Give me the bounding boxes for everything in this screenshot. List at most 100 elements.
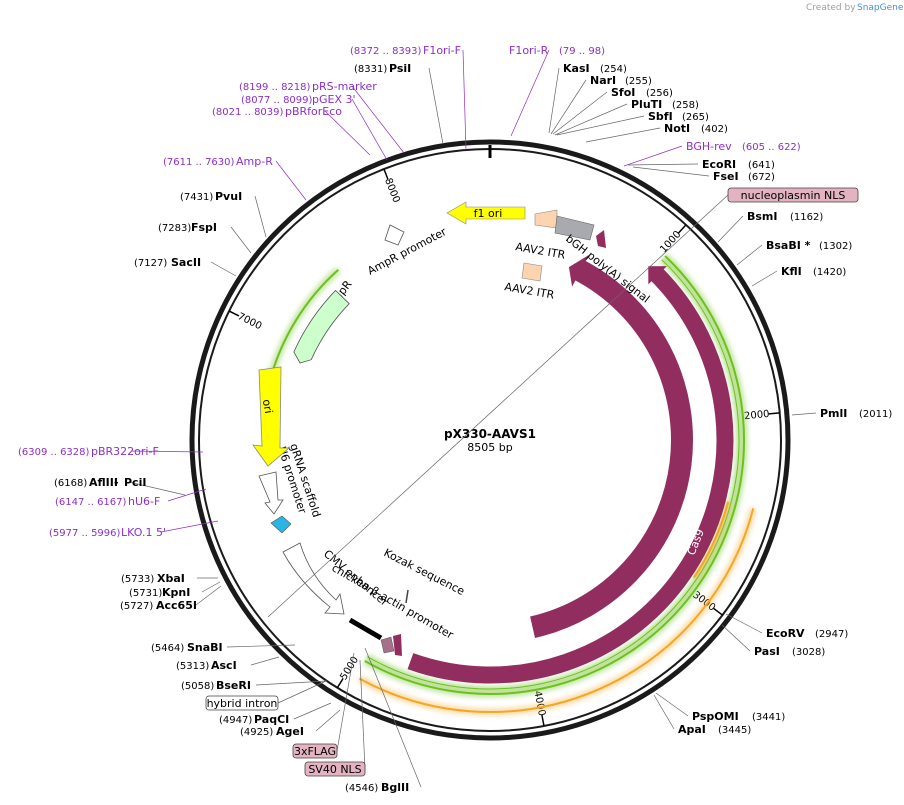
enzyme-site[interactable]: ApaI: [678, 723, 706, 736]
tick-mark: [768, 412, 780, 415]
enzyme-site[interactable]: SfoI: [611, 86, 635, 99]
backbone-outer: [189, 139, 791, 741]
enzyme-site[interactable]: SacII: [171, 256, 201, 269]
u6-feature[interactable]: [270, 515, 292, 534]
ampr-promoter-feature[interactable]: [384, 224, 405, 246]
enzyme-position: (4947): [219, 715, 252, 726]
feature-box-label: hybrid intron: [207, 697, 278, 710]
leader-line: [293, 702, 332, 720]
enzyme-site[interactable]: XbaI: [157, 572, 185, 585]
enzyme-site[interactable]: PaqCI: [254, 713, 289, 726]
aav2-itr-bottom[interactable]: [521, 262, 543, 282]
tick-mark: [713, 607, 723, 616]
enzyme-site[interactable]: AscI: [211, 659, 237, 672]
enzyme-site[interactable]: Acc65I: [156, 599, 197, 612]
enzyme-site[interactable]: AflIII: [89, 476, 118, 489]
enzyme-site[interactable]: PmlI: [820, 407, 847, 420]
enzyme-position: (3028): [792, 647, 825, 658]
leader-line: [510, 49, 550, 137]
enzyme-position: (7127): [134, 258, 167, 269]
plasmid-size: 8505 bp: [467, 441, 512, 454]
f1-ori-feature[interactable]: [446, 201, 526, 225]
leader-line: [556, 115, 645, 136]
enzyme-site[interactable]: KflI: [781, 265, 802, 278]
feature-box-label: 3xFLAG: [294, 745, 336, 758]
leader-line: [548, 67, 560, 134]
enzyme-separator: -: [114, 476, 119, 489]
enzyme-site[interactable]: BsmI: [747, 210, 778, 223]
enzyme-position: (7283): [158, 223, 191, 234]
primer-position: (8077 .. 8099): [241, 95, 313, 106]
enzyme-site[interactable]: PciI: [124, 476, 146, 489]
tick-label: 7000: [236, 311, 264, 332]
enzyme-position: (8331): [354, 64, 387, 75]
enzyme-site[interactable]: BseRI: [216, 679, 251, 692]
cba-feature[interactable]: [348, 617, 383, 641]
bgh-feature[interactable]: [554, 215, 595, 241]
cas9-outer-feature[interactable]: [407, 266, 734, 684]
enzyme-site[interactable]: KpnI: [162, 586, 190, 599]
enzyme-site[interactable]: NotI: [664, 122, 690, 135]
feature-box[interactable]: hybrid intron: [205, 695, 279, 711]
enzyme-site[interactable]: FspI: [191, 221, 217, 234]
nucleoplasmin-block: [596, 230, 606, 248]
cmv-feature[interactable]: [282, 542, 345, 615]
enzyme-site[interactable]: PspOMI: [692, 710, 739, 723]
enzyme-position: (255): [625, 76, 652, 87]
cas9-inner-feature[interactable]: [530, 254, 693, 638]
aav2-itr-top[interactable]: [534, 209, 558, 229]
leader-line: [277, 680, 327, 704]
highlight-arc: [358, 508, 755, 713]
enzyme-position: (641): [748, 160, 775, 171]
ori-feature[interactable]: [252, 366, 291, 467]
enzyme-site[interactable]: PvuI: [215, 190, 242, 203]
tick-mark: [383, 168, 389, 180]
enzyme-site[interactable]: SbfI: [648, 110, 673, 123]
enzyme-site[interactable]: BglII: [381, 781, 409, 794]
primer-name: pGEX 3': [312, 93, 356, 106]
enzyme-site[interactable]: KasI: [563, 62, 590, 75]
primer-position: (6147 .. 6167): [55, 497, 127, 508]
ampr-promoter-label: AmpR promoter: [365, 225, 449, 278]
leader-line: [230, 226, 252, 254]
enzyme-site[interactable]: EcoRV: [766, 627, 805, 640]
tick-label: 8000: [382, 177, 402, 205]
enzyme-site[interactable]: EcoRI: [702, 158, 736, 171]
feature-box[interactable]: nucleoplasmin NLS: [727, 187, 859, 203]
leader-line: [364, 647, 422, 788]
leader-line: [351, 85, 405, 154]
enzyme-position: (2011): [859, 409, 892, 420]
enzyme-site[interactable]: PluTI: [631, 98, 662, 111]
leader-line: [736, 244, 763, 266]
primer-position: (6309 .. 6328): [18, 447, 90, 458]
enzyme-site[interactable]: PasI: [754, 645, 780, 658]
leader-line: [195, 585, 222, 606]
grna-feature[interactable]: [258, 471, 284, 515]
leader-line: [254, 195, 267, 238]
feature-box[interactable]: SV40 NLS: [304, 761, 366, 777]
leader-line: [315, 709, 341, 732]
primer-name: BGH-rev: [686, 140, 732, 153]
enzyme-position: (7431): [180, 192, 213, 203]
enzyme-position: (5464): [151, 643, 184, 654]
enzyme-site[interactable]: NarI: [590, 74, 616, 87]
leader-line: [359, 659, 366, 770]
enzyme-site[interactable]: PsiI: [389, 62, 411, 75]
enzyme-position: (256): [646, 88, 673, 99]
primer-name: F1ori-R: [509, 44, 549, 57]
enzyme-site[interactable]: AgeI: [276, 725, 304, 738]
enzyme-position: (4546): [345, 783, 378, 794]
plasmid-name: pX330-AAVS1: [444, 427, 536, 441]
feature-box[interactable]: 3xFLAG: [292, 743, 338, 759]
tick-mark: [541, 715, 545, 727]
highlight-arc: [364, 255, 745, 695]
primer-name: LKO.1 5': [121, 526, 166, 539]
enzyme-site[interactable]: FseI: [713, 170, 739, 183]
enzyme-position: (1302): [819, 241, 852, 252]
feature-box-label: nucleoplasmin NLS: [741, 189, 846, 202]
aav2-itr-label-2: AAV2 ITR: [503, 280, 555, 302]
enzyme-site[interactable]: SnaBI: [187, 641, 223, 654]
enzyme-site[interactable]: BsaBI *: [766, 239, 811, 252]
primer-name: pRS-marker: [312, 80, 377, 93]
ampr-feature[interactable]: [293, 289, 350, 364]
